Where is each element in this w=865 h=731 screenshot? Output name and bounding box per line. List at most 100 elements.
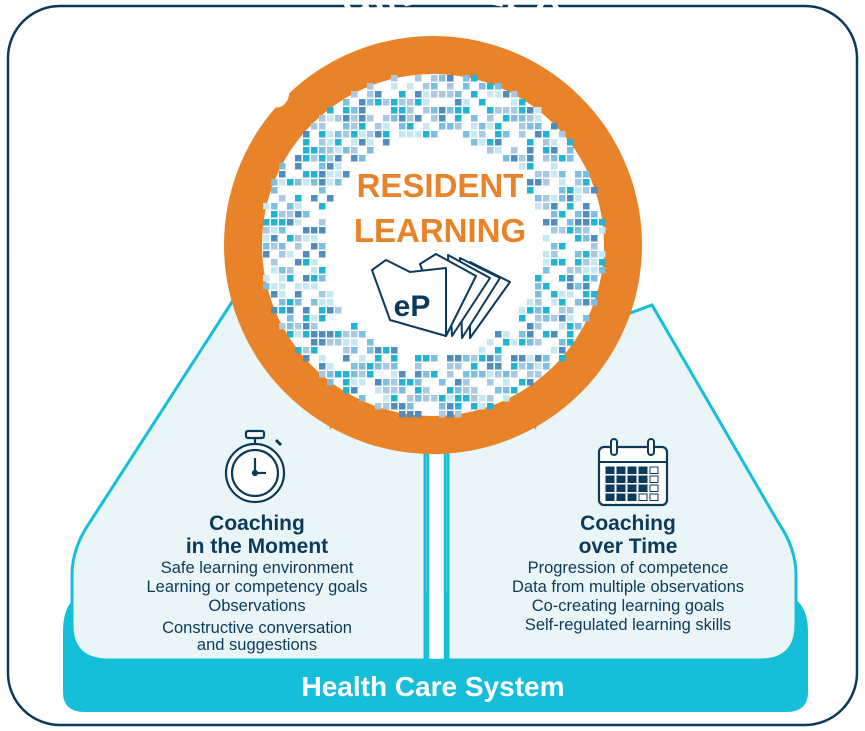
mosaic-tile (303, 179, 310, 186)
mosaic-tile (471, 75, 478, 82)
mosaic-tile (567, 187, 574, 194)
mosaic-tile (503, 155, 510, 162)
mosaic-tile (319, 139, 326, 146)
mosaic-tile (359, 355, 366, 362)
mosaic-tile (543, 155, 550, 162)
mosaic-tile (439, 107, 446, 114)
mosaic-tile (567, 147, 574, 154)
mosaic-tile (351, 387, 358, 394)
mosaic-tile (447, 371, 454, 378)
mosaic-tile (591, 187, 598, 194)
mosaic-tile (391, 371, 398, 378)
left-heading-line-2: in the Moment (186, 535, 328, 558)
mosaic-tile (311, 339, 318, 346)
mosaic-tile (527, 163, 534, 170)
mosaic-tile (559, 227, 566, 234)
mosaic-tile (295, 291, 302, 298)
mosaic-tile (479, 99, 486, 106)
mosaic-tile (383, 403, 390, 410)
mosaic-tile (503, 115, 510, 122)
mosaic-tile (511, 115, 518, 122)
mosaic-tile (367, 147, 374, 154)
mosaic-tile (567, 267, 574, 274)
mosaic-tile (327, 307, 334, 314)
mosaic-tile (351, 123, 358, 130)
mosaic-tile (535, 371, 542, 378)
mosaic-tile (487, 363, 494, 370)
mosaic-tile (535, 339, 542, 346)
mosaic-tile (567, 315, 574, 322)
mosaic-tile (519, 315, 526, 322)
mosaic-tile (303, 171, 310, 178)
health-care-system-label: Health Care System (301, 671, 564, 702)
mosaic-tile (423, 123, 430, 130)
mosaic-tile (599, 251, 606, 258)
mosaic-tile (487, 107, 494, 114)
mosaic-tile (479, 139, 486, 146)
mosaic-tile (359, 395, 366, 402)
mosaic-tile (407, 379, 414, 386)
mosaic-tile (271, 203, 278, 210)
mosaic-tile (327, 155, 334, 162)
mosaic-tile (271, 267, 278, 274)
mosaic-tile (399, 403, 406, 410)
mosaic-tile (319, 291, 326, 298)
mosaic-tile (487, 371, 494, 378)
mosaic-tile (583, 315, 590, 322)
mosaic-tile (295, 155, 302, 162)
mosaic-tile (415, 395, 422, 402)
mosaic-tile (431, 83, 438, 90)
mosaic-tile (319, 147, 326, 154)
mosaic-tile (519, 115, 526, 122)
mosaic-tile (575, 267, 582, 274)
mosaic-tile (383, 347, 390, 354)
mosaic-tile (303, 131, 310, 138)
mosaic-tile (519, 363, 526, 370)
mosaic-tile (591, 251, 598, 258)
mosaic-tile (423, 107, 430, 114)
mosaic-tile (487, 115, 494, 122)
mosaic-tile (471, 123, 478, 130)
mosaic-tile (303, 307, 310, 314)
mosaic-tile (391, 347, 398, 354)
mosaic-tile (447, 403, 454, 410)
mosaic-tile (303, 315, 310, 322)
mosaic-tile (343, 171, 350, 178)
mosaic-tile (319, 131, 326, 138)
mosaic-tile (343, 115, 350, 122)
mosaic-tile (359, 371, 366, 378)
calendar-day-cell (649, 475, 659, 483)
mosaic-tile (279, 179, 286, 186)
mosaic-tile (567, 203, 574, 210)
mosaic-tile (319, 203, 326, 210)
mosaic-tile (591, 219, 598, 226)
mosaic-tile (359, 155, 366, 162)
mosaic-tile (423, 355, 430, 362)
mosaic-tile (279, 219, 286, 226)
mosaic-tile (351, 331, 358, 338)
mosaic-tile (327, 291, 334, 298)
mosaic-tile (567, 331, 574, 338)
left-item-list: Safe learning environment Learning or co… (146, 559, 367, 654)
mosaic-tile (359, 123, 366, 130)
mosaic-tile (487, 83, 494, 90)
mosaic-tile (335, 115, 342, 122)
mosaic-tile (535, 291, 542, 298)
mosaic-tile (503, 387, 510, 394)
mosaic-tile (287, 307, 294, 314)
calendar-day-cell (638, 475, 648, 483)
mosaic-tile (471, 371, 478, 378)
mosaic-tile (455, 91, 462, 98)
mosaic-tile (583, 203, 590, 210)
mosaic-tile (335, 307, 342, 314)
mosaic-tile (287, 235, 294, 242)
mosaic-tile (551, 163, 558, 170)
mosaic-tile (527, 179, 534, 186)
mosaic-tile (599, 219, 606, 226)
mosaic-tile (495, 131, 502, 138)
mosaic-tile (551, 291, 558, 298)
mosaic-tile (567, 323, 574, 330)
stopwatch-icon (224, 429, 286, 504)
left-item: Learning or competency goals (146, 578, 367, 596)
mosaic-tile (367, 115, 374, 122)
